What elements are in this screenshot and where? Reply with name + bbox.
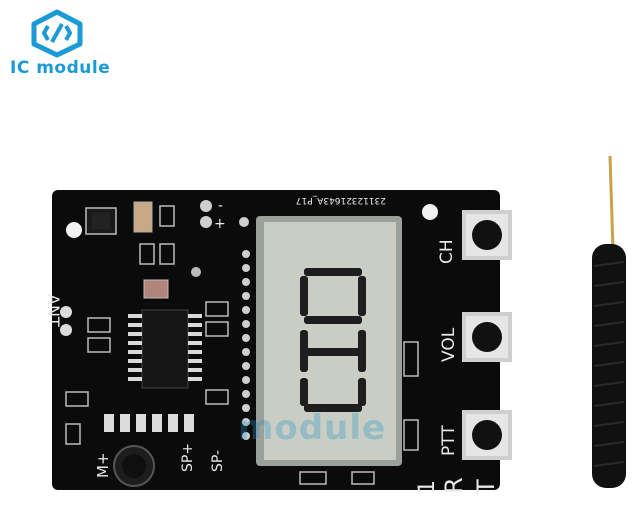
t-label: T	[472, 479, 500, 495]
main-ic-chip	[128, 309, 202, 389]
pad-minus-label: -	[218, 198, 223, 214]
one-label: 1	[415, 480, 440, 494]
r-label: R	[440, 477, 468, 494]
part-number-label: 21643A_P17	[296, 195, 352, 205]
brand-name: IC module	[10, 58, 111, 78]
pad-plus-label: +	[214, 216, 226, 232]
sp-plus-label: SP+	[180, 443, 196, 472]
ptt-button	[462, 410, 512, 460]
m-plus-label: M+	[94, 452, 112, 478]
ant-label: ANT	[44, 294, 63, 327]
lcd-screen	[264, 222, 396, 460]
hexagon-logo-icon	[31, 9, 83, 58]
vol-button	[462, 312, 512, 362]
sp-minus-label: SP-	[210, 450, 226, 472]
ch-label: CH	[437, 239, 457, 264]
spring-antenna-icon	[592, 155, 626, 488]
lcd-digits	[300, 268, 366, 412]
ptt-label: PTT	[439, 425, 459, 456]
date-code-label: 231123	[352, 195, 386, 205]
vol-label: VOL	[439, 327, 459, 362]
ch-button	[462, 210, 512, 260]
watermark-text: module	[238, 408, 387, 448]
